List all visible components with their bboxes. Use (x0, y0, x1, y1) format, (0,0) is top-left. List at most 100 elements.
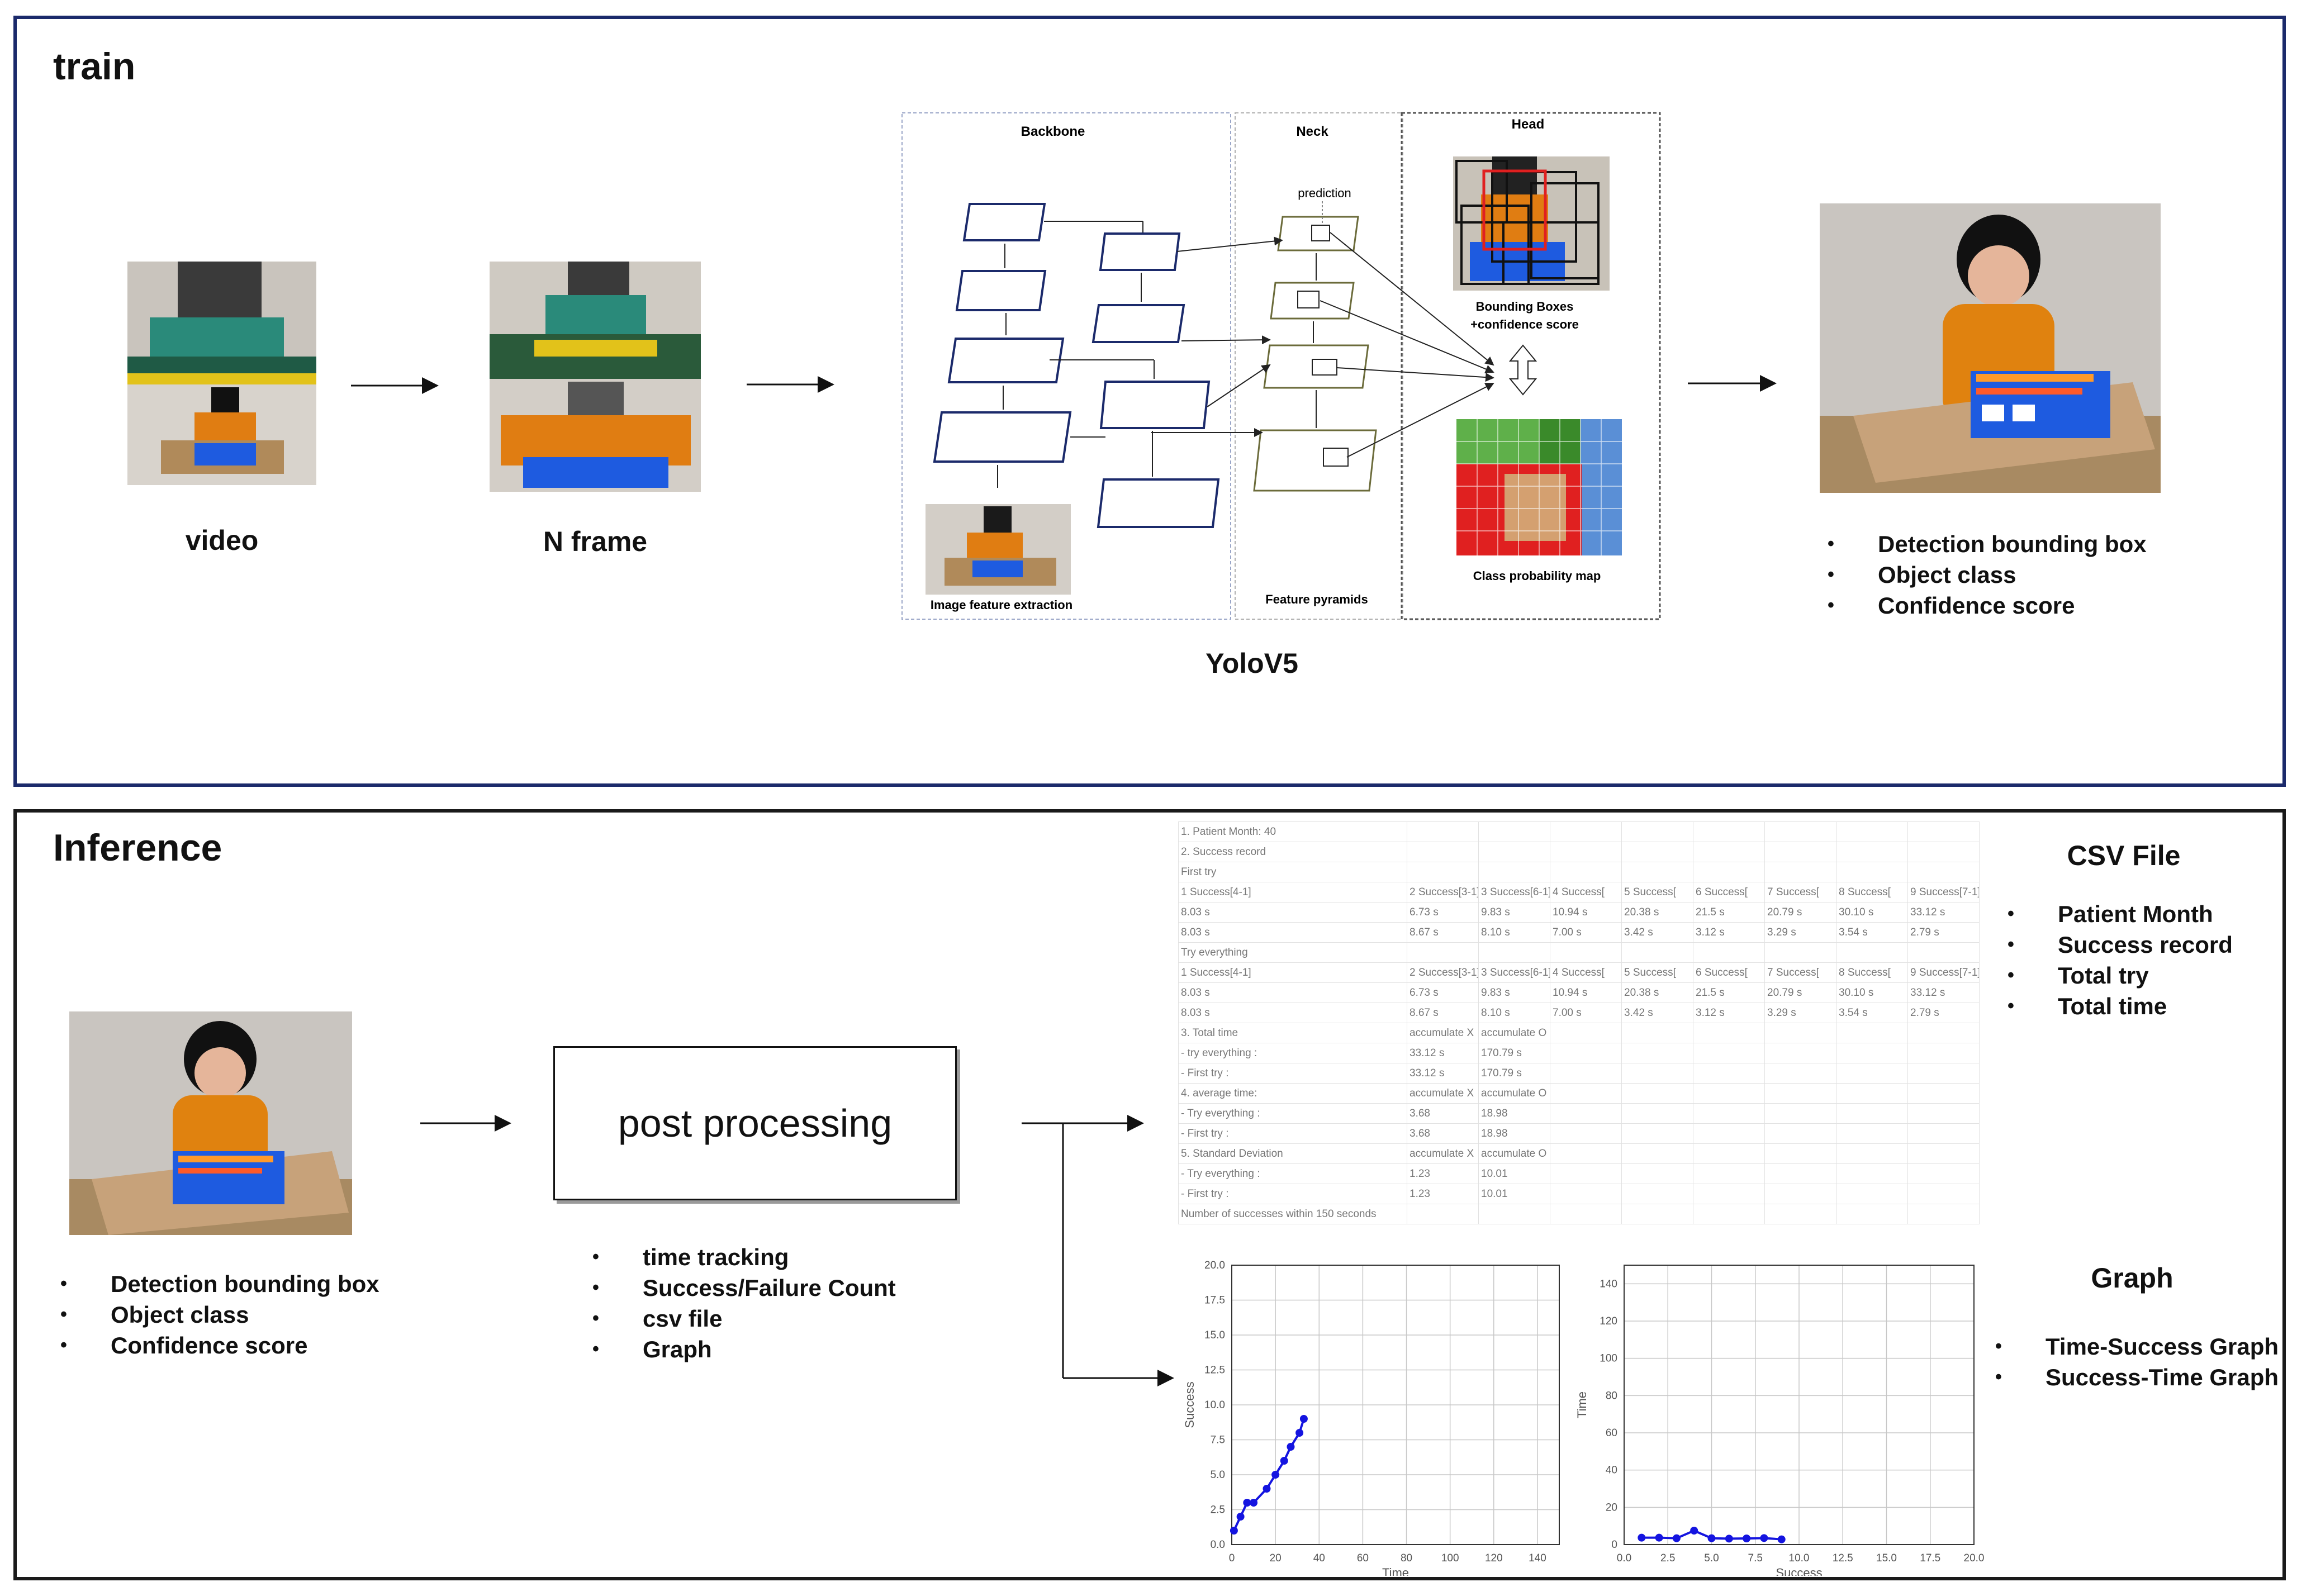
csv-cell (1907, 1123, 1980, 1144)
x-tick-label: 120 (1485, 1552, 1503, 1564)
csv-cell (1693, 821, 1765, 842)
csv-row: 1 Success[4-1]2 Success[3-1]3 Success[6-… (1178, 962, 1980, 983)
head-label: Head (1512, 117, 1545, 132)
csv-cell: 3. Total time (1178, 1023, 1407, 1043)
x-tick-label: 17.5 (1920, 1552, 1940, 1564)
csv-cell: 18.98 (1478, 1123, 1550, 1144)
csv-cell (1621, 1143, 1693, 1164)
csv-cell (1621, 1043, 1693, 1063)
csv-cell: 7.00 s (1550, 1003, 1622, 1023)
csv-cell: 33.12 s (1907, 982, 1980, 1003)
csv-cell (1550, 1023, 1622, 1043)
csv-cell (1907, 1023, 1980, 1043)
x-tick-label: 20.0 (1964, 1552, 1985, 1564)
backbone-block (955, 270, 1047, 311)
csv-cell (1621, 1083, 1693, 1104)
csv-cell: 10.94 s (1550, 902, 1622, 923)
csv-cell: 8.10 s (1478, 1003, 1550, 1023)
csv-cell: 8 Success[ (1836, 882, 1908, 902)
csv-cell (1478, 842, 1550, 862)
data-point (1777, 1535, 1786, 1543)
y-tick-label: 80 (1606, 1390, 1617, 1402)
csv-cell (1764, 862, 1836, 882)
csv-cell (1621, 1204, 1693, 1224)
csv-cell (1693, 1123, 1765, 1144)
csv-cell (1764, 821, 1836, 842)
csv-cell: - Try everything : (1178, 1163, 1407, 1184)
data-point (1707, 1534, 1716, 1542)
data-point (1672, 1534, 1681, 1542)
csv-cell (1764, 1023, 1836, 1043)
y-axis-label: Time (1575, 1391, 1589, 1418)
csv-cell: 1 Success[4-1] (1178, 962, 1407, 983)
series-line (1233, 1418, 1305, 1531)
csv-cell (1550, 1143, 1622, 1164)
bbox-caption-line1: Bounding Boxes (1476, 300, 1574, 314)
csv-cell (1907, 1163, 1980, 1184)
graph-bullets: Time-Success Graph Success-Time Graph (1995, 1331, 2279, 1393)
video-thumbnail (127, 262, 316, 485)
csv-cell (1621, 821, 1693, 842)
csv-cell (1407, 1204, 1479, 1224)
neck-label: Neck (1296, 124, 1328, 139)
csv-cell (1764, 1143, 1836, 1164)
csv-cell: 3 Success[6-1] (1478, 962, 1550, 983)
csv-cell (1907, 1204, 1980, 1224)
backbone-block (962, 203, 1046, 241)
x-tick-label: 20 (1270, 1552, 1282, 1564)
csv-row: Try everything (1178, 942, 1980, 963)
neck-block (1253, 429, 1377, 492)
y-tick-label: 20 (1606, 1502, 1617, 1513)
csv-cell (1621, 942, 1693, 963)
csv-cell (1907, 1143, 1980, 1164)
csv-cell (1836, 1043, 1908, 1063)
csv-cell: 6 Success[ (1693, 882, 1765, 902)
data-point (1263, 1485, 1271, 1493)
neck-block (1263, 344, 1369, 389)
x-tick-label: 7.5 (1748, 1552, 1763, 1564)
csv-cell (1478, 821, 1550, 842)
csv-cell (1550, 1083, 1622, 1104)
csv-cell (1550, 1184, 1622, 1204)
x-tick-label: 60 (1357, 1552, 1369, 1564)
csv-cell (1836, 1083, 1908, 1104)
csv-cell (1693, 1043, 1765, 1063)
train-output-bullet: Object class (1828, 559, 2147, 590)
csv-cell: 1.23 (1407, 1163, 1479, 1184)
neck-block (1270, 282, 1355, 320)
csv-cell: 3 Success[6-1] (1478, 882, 1550, 902)
csv-cell (1836, 1063, 1908, 1084)
class-prob-label: Class probability map (1473, 569, 1601, 583)
x-axis-label: Time (1382, 1566, 1409, 1576)
y-tick-label: 20.0 (1204, 1260, 1225, 1271)
csv-cell: 1. Patient Month: 40 (1178, 821, 1407, 842)
csv-cell (1836, 1103, 1908, 1124)
y-tick-label: 17.5 (1204, 1295, 1225, 1307)
csv-cell (1764, 1043, 1836, 1063)
csv-bullet: Success record (2007, 929, 2233, 960)
csv-bullet: Total try (2007, 960, 2233, 991)
csv-cell (1693, 1023, 1765, 1043)
x-tick-label: 12.5 (1833, 1552, 1853, 1564)
x-tick-label: 2.5 (1660, 1552, 1675, 1564)
csv-cell: 9 Success[7-1] (1907, 962, 1980, 983)
x-axis-label: Success (1776, 1566, 1822, 1576)
csv-cell (1550, 1043, 1622, 1063)
csv-cell (1693, 1143, 1765, 1164)
image-feature-label: Image feature extraction (931, 598, 1072, 612)
csv-row: First try (1178, 862, 1980, 882)
data-point (1236, 1513, 1245, 1521)
csv-cell: accumulate O (1478, 1083, 1550, 1104)
csv-cell (1693, 942, 1765, 963)
inference-title: Inference (53, 826, 222, 869)
data-point (1287, 1443, 1295, 1451)
backbone-block (1097, 478, 1220, 528)
csv-cell: Number of successes within 150 seconds (1178, 1204, 1407, 1224)
x-tick-label: 5.0 (1704, 1552, 1719, 1564)
